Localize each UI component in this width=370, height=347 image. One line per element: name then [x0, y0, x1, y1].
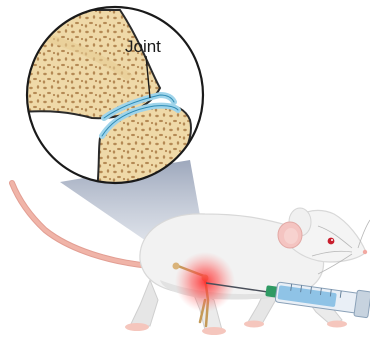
mouse — [125, 208, 370, 335]
mouse-eye — [328, 238, 335, 245]
mouse-hind-leg-far — [130, 280, 158, 326]
mouse-nose — [363, 250, 367, 254]
inflamed-joint-glow — [175, 252, 235, 312]
joint-label: Joint — [125, 37, 161, 56]
